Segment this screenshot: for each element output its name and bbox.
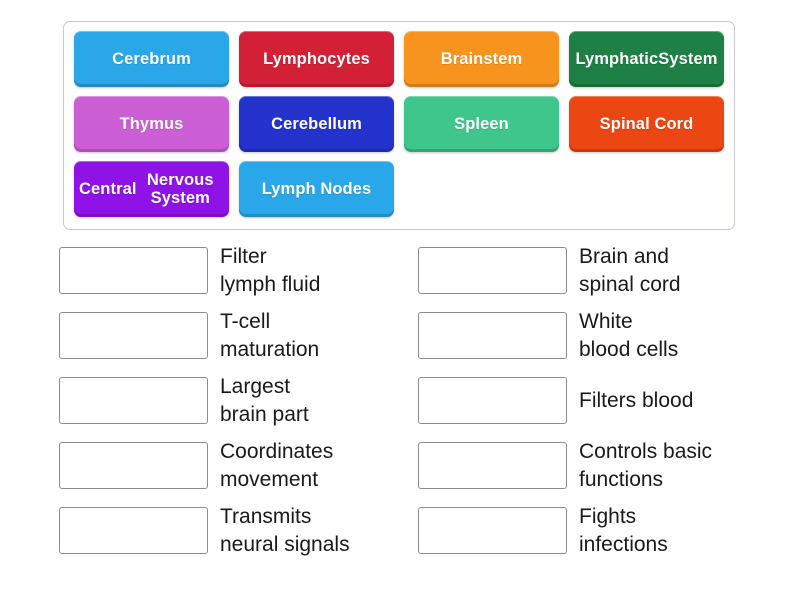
tile-lymph-nodes[interactable]: Lymph Nodes [239, 161, 394, 217]
tile-cerebrum[interactable]: Cerebrum [74, 31, 229, 87]
drop-zone[interactable] [59, 507, 208, 554]
tile-spinal-cord[interactable]: Spinal Cord [569, 96, 724, 152]
tile-slot-empty [569, 161, 724, 217]
drop-zone[interactable] [418, 507, 567, 554]
tile-cerebellum[interactable]: Cerebellum [239, 96, 394, 152]
tile-thymus[interactable]: Thymus [74, 96, 229, 152]
tile-slot-empty [404, 161, 559, 217]
drop-zone[interactable] [418, 247, 567, 294]
tile-spleen[interactable]: Spleen [404, 96, 559, 152]
tile-brainstem[interactable]: Brainstem [404, 31, 559, 87]
drop-zone[interactable] [59, 312, 208, 359]
drop-zone[interactable] [59, 247, 208, 294]
drop-zone[interactable] [59, 442, 208, 489]
match-row: Filters blood [418, 373, 778, 428]
drop-zone[interactable] [418, 442, 567, 489]
tile-lymphocytes[interactable]: Lymphocytes [239, 31, 394, 87]
drop-zone[interactable] [418, 377, 567, 424]
drop-zone[interactable] [59, 377, 208, 424]
match-label: Filters blood [579, 388, 694, 412]
drop-zone[interactable] [418, 312, 567, 359]
